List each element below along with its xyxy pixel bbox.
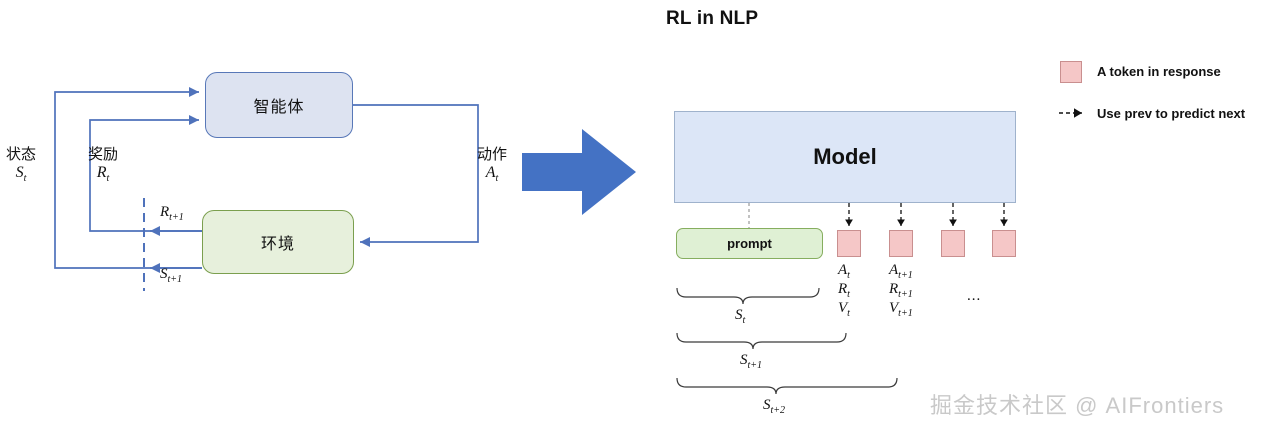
reward-label-cn: 奖励: [88, 146, 119, 163]
state-braces: [676, 287, 898, 395]
rl-loop-connectors: [54, 86, 479, 291]
value-value-t: Vt: [838, 300, 850, 319]
brace-label-st1: St+1: [740, 352, 763, 371]
state-label-math: St: [15, 163, 27, 184]
token-box: [941, 230, 965, 257]
state-label: 状态 St: [6, 146, 36, 185]
action-line: [353, 104, 479, 248]
token-box: [889, 230, 913, 257]
legend-token-swatch-icon: [1060, 61, 1082, 83]
brace-st2: [676, 377, 898, 395]
prompt-box: prompt: [676, 228, 823, 259]
reward-next-label: Rt+1: [160, 204, 184, 223]
brace-label-st: St: [735, 307, 746, 326]
environment-box: 环境: [202, 210, 354, 274]
state-feedback-line: [54, 86, 202, 269]
reward-feedback-line: [89, 114, 202, 232]
model-box: Model: [674, 111, 1016, 203]
legend-token-label: A token in response: [1097, 64, 1221, 79]
token-box: [837, 230, 861, 257]
action-label: 动作 At: [477, 146, 507, 185]
agent-box-label: 智能体: [253, 99, 305, 116]
action-value-t1: At+1: [889, 262, 913, 281]
action-label-cn: 动作: [477, 146, 508, 163]
model-box-label: Model: [813, 144, 877, 169]
watermark: 掘金技术社区 @ AIFrontiers: [930, 393, 1225, 418]
ellipsis-label: ...: [967, 288, 982, 304]
token-box: [992, 230, 1016, 257]
state-label-cn: 状态: [6, 146, 37, 163]
reward-value-t1: Rt+1: [889, 281, 913, 300]
action-label-math: At: [485, 163, 499, 184]
prediction-arrows: [748, 203, 1008, 228]
step-column-t: At Rt Vt: [838, 262, 850, 319]
agent-box: 智能体: [205, 72, 353, 138]
brace-label-st2: St+2: [763, 397, 786, 416]
action-value-t: At: [838, 262, 850, 281]
brace-st1: [676, 332, 847, 350]
big-right-arrow-icon: [522, 129, 636, 215]
prompt-box-label: prompt: [727, 236, 772, 251]
reward-value-t: Rt: [838, 281, 850, 300]
state-next-label: St+1: [160, 266, 183, 285]
step-column-t1: At+1 Rt+1 Vt+1: [889, 262, 913, 319]
value-value-t1: Vt+1: [889, 300, 913, 319]
environment-box-label: 环境: [260, 236, 295, 253]
reward-label: 奖励 Rt: [88, 146, 118, 185]
legend-dashed-arrow-icon: [1059, 108, 1082, 118]
legend-arrow-label: Use prev to predict next: [1097, 106, 1246, 121]
reward-label-math: Rt: [96, 163, 110, 184]
page-title: RL in NLP: [666, 8, 759, 29]
brace-st: [676, 287, 820, 305]
